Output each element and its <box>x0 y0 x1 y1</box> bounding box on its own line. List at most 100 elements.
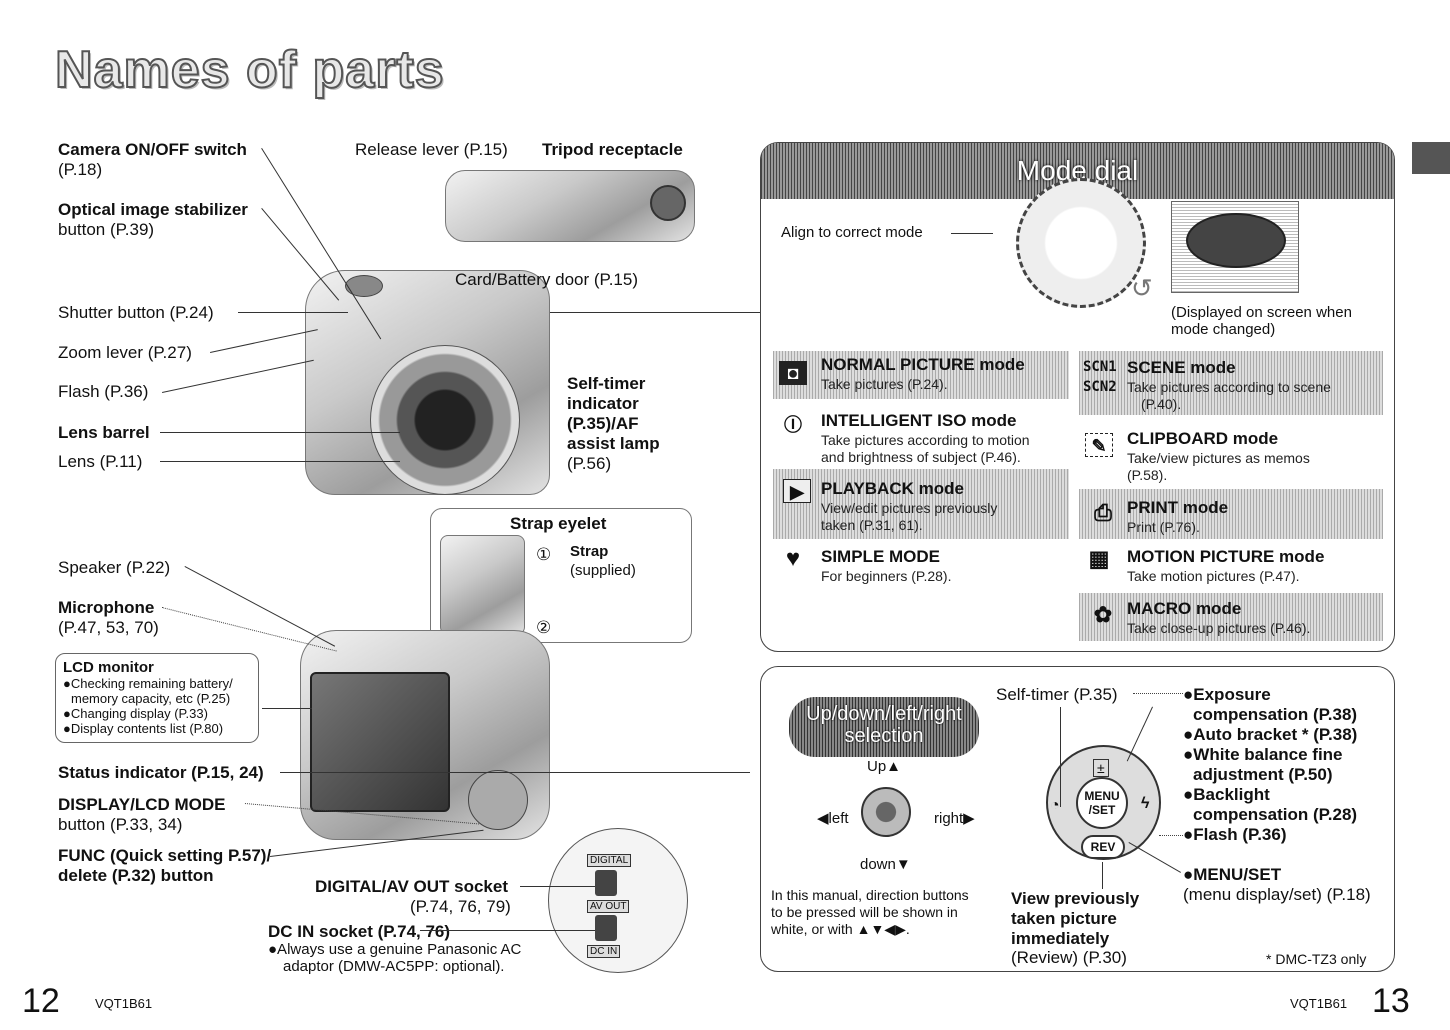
leader-line <box>420 930 595 931</box>
doc-code-right: VQT1B61 <box>1290 996 1348 1011</box>
camera-onoff-label: Camera ON/OFF switch <box>58 140 247 159</box>
mode-normal-picture: ◘ NORMAL PICTURE mode Take pictures (P.2… <box>773 351 1069 399</box>
mode-desc: Print (P.76). <box>1127 519 1200 535</box>
auto-bracket-label: ●Auto bracket * (P.38) <box>1183 725 1358 744</box>
microphone-page: (P.47, 53, 70) <box>58 618 159 637</box>
dc-in-label: DC IN socket (P.74, 76) <box>268 922 451 941</box>
lens-shape <box>370 345 520 495</box>
microphone-label: Microphone <box>58 598 155 617</box>
num-2: ② <box>536 618 552 637</box>
right-label: right▶ <box>934 810 975 827</box>
digital-socket-shape <box>595 870 617 896</box>
mode-display-dial-shape <box>1186 213 1286 268</box>
white-balance-label: ●White balance fine <box>1183 745 1343 764</box>
direction-note: white, or with ▲▼◀▶. <box>771 921 910 937</box>
print-icon: ⎙ <box>1094 500 1112 525</box>
mode-title: CLIPBOARD mode <box>1127 429 1279 448</box>
lcd-monitor-box: LCD monitor ●Checking remaining battery/… <box>55 653 259 743</box>
rev-label: REV <box>1090 840 1116 854</box>
digital-av-out-page: (P.74, 76, 79) <box>410 897 511 916</box>
menu-set-label-right: ●MENU/SET <box>1183 865 1282 884</box>
tripod-label: Tripod receptacle <box>542 140 683 159</box>
view-previously-label: View previously <box>1011 889 1140 908</box>
mode-motion-picture: ▦ MOTION PICTURE mode Take motion pictur… <box>1079 543 1383 593</box>
mode-desc: (P.58). <box>1127 467 1168 483</box>
leader-line <box>210 329 318 353</box>
func-label-2: delete (P.32) button <box>58 866 214 885</box>
release-lever-label: Release lever (P.15) <box>355 140 508 159</box>
leader-line <box>1126 706 1153 762</box>
exposure-icon: ± <box>1093 759 1109 777</box>
view-previously-label-4: (Review) (P.30) <box>1011 948 1127 967</box>
intelligent-iso-icon: Ⓘ <box>784 415 802 435</box>
leader-line <box>160 461 400 462</box>
page-title: Names of parts <box>54 40 445 100</box>
leader-line <box>520 886 595 887</box>
leader-line <box>1102 862 1103 889</box>
mode-desc: and brightness of subject (P.46). <box>821 449 1021 465</box>
display-lcd-mode-page: button (P.33, 34) <box>58 815 183 834</box>
leader-line <box>162 359 314 393</box>
camera-icon: ◘ <box>779 361 807 385</box>
tripod-receptacle-shape <box>650 185 686 221</box>
backlight-label: ●Backlight <box>1183 785 1270 804</box>
mode-macro: ✿ MACRO mode Take close-up pictures (P.4… <box>1079 593 1383 641</box>
ois-label: Optical image stabilizer <box>58 200 248 219</box>
lcd-monitor-shape <box>310 672 450 812</box>
mode-desc: Take pictures according to scene <box>1127 379 1331 395</box>
strap-eyelet-box <box>430 508 692 643</box>
view-previously-label-2: taken picture <box>1011 909 1117 928</box>
self-timer-label: Self-timer (P.35) <box>996 685 1118 704</box>
page-number-right: 13 <box>1372 982 1410 1020</box>
displayed-on-screen-label-2: mode changed) <box>1171 321 1276 338</box>
menu-set-button: MENU /SET <box>1076 777 1128 829</box>
status-indicator-label: Status indicator (P.15, 24) <box>58 763 264 782</box>
rotate-arrow-icon: ↺ <box>1131 273 1153 303</box>
lcd-monitor-line: ●Changing display (P.33) <box>63 706 208 721</box>
white-balance-label-2: adjustment (P.50) <box>1193 765 1333 784</box>
mode-playback: ▶ PLAYBACK mode View/edit pictures previ… <box>773 469 1069 539</box>
mode-desc: Take close-up pictures (P.46). <box>1127 620 1311 636</box>
leader-line <box>160 432 400 433</box>
mode-dial-shape <box>1016 178 1146 308</box>
selftimer-label-3: (P.35)/AF <box>567 414 639 433</box>
selftimer-label-1: Self-timer <box>567 374 646 393</box>
camera-onoff-page: (P.18) <box>58 160 103 179</box>
leader-line <box>161 607 337 652</box>
leader-line <box>1159 835 1183 836</box>
leader-line <box>550 312 760 313</box>
displayed-on-screen-label: (Displayed on screen when <box>1171 304 1352 321</box>
lcd-monitor-line: memory capacity, etc (P.25) <box>71 691 231 706</box>
dc-in-note-2: adaptor (DMW-AC5PP: optional). <box>283 958 505 975</box>
backlight-label-2: compensation (P.28) <box>1193 805 1358 824</box>
mode-title: INTELLIGENT ISO mode <box>821 411 1017 430</box>
align-to-correct-mode-label: Align to correct mode <box>781 224 923 241</box>
flash-icon: ϟ <box>1141 795 1150 812</box>
jack-digital-label: DIGITAL <box>587 854 632 867</box>
mode-desc: Take/view pictures as memos <box>1127 450 1310 466</box>
clipboard-icon: ✎ <box>1085 433 1113 457</box>
selection-pill: Up/down/left/right selection <box>789 697 979 757</box>
lens-label: Lens (P.11) <box>58 452 143 471</box>
film-icon: ▦ <box>1088 546 1110 571</box>
leader-line <box>280 772 750 773</box>
jack-avout-label: AV OUT <box>587 900 630 913</box>
leader-line <box>262 708 312 709</box>
mode-title: SIMPLE MODE <box>821 547 941 566</box>
lcd-monitor-title: LCD monitor <box>63 659 154 676</box>
flash-label-right: ●Flash (P.36) <box>1183 825 1287 844</box>
up-label: Up▲ <box>867 758 902 775</box>
menu-set-label: MENU <box>1084 789 1120 803</box>
menu-set-desc: (menu display/set) (P.18) <box>1183 885 1371 904</box>
lcd-monitor-line: ●Checking remaining battery/ <box>63 676 233 691</box>
exposure-label-2: compensation (P.38) <box>1193 705 1358 724</box>
flower-icon: ✿ <box>1093 602 1113 627</box>
leader-line <box>1060 707 1061 807</box>
mode-title: NORMAL PICTURE mode <box>821 355 1025 374</box>
mode-print: ⎙ PRINT mode Print (P.76). <box>1079 489 1383 539</box>
flash-label: Flash (P.36) <box>58 382 149 401</box>
shutter-label: Shutter button (P.24) <box>58 303 214 322</box>
lcd-monitor-line: ●Display contents list (P.80) <box>63 721 224 736</box>
self-timer-icon: ◔ <box>1050 797 1060 814</box>
dc-in-note-1: ●Always use a genuine Panasonic AC <box>268 941 522 958</box>
